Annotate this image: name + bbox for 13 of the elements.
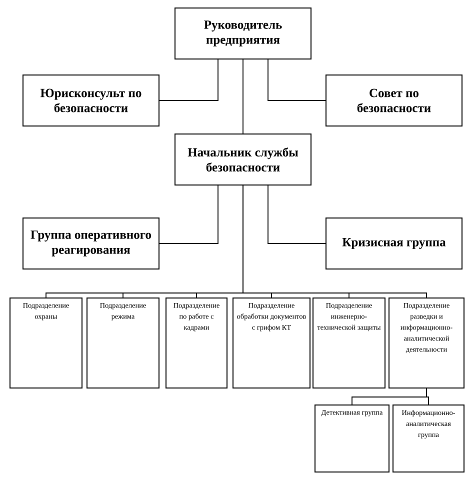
org-box: Кризисная группа	[326, 218, 462, 270]
org-box: Начальник службы безопасности	[174, 134, 312, 186]
connector-line	[242, 59, 244, 134]
connector-line	[426, 388, 429, 405]
org-box: Группа оперативного реагирования	[22, 218, 160, 270]
org-box: Юрисконсульт по безопасности	[22, 74, 160, 126]
connector-line	[159, 184, 218, 244]
connector-line	[268, 58, 326, 101]
org-box: Руководитель предприятия	[174, 8, 312, 60]
connector-line	[268, 184, 326, 244]
org-box: Совет по безопасности	[326, 74, 462, 126]
connector-line	[159, 58, 218, 101]
connector-line	[242, 185, 427, 298]
